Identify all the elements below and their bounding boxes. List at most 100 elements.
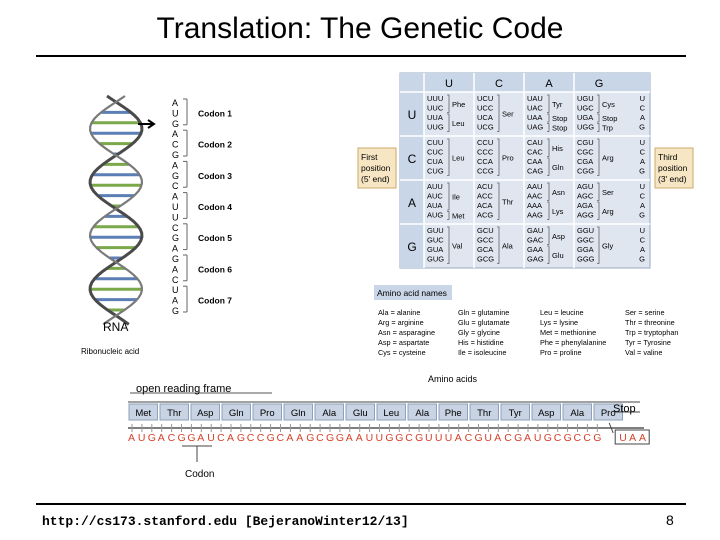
codon-cell: AAC (527, 192, 543, 201)
third-position-letter: C (640, 192, 646, 201)
codon-group-bracket (447, 94, 450, 113)
codon-cell: AUU (427, 182, 443, 191)
first-position-label: (5' end) (361, 174, 390, 184)
codon-cell: GCU (477, 226, 494, 235)
codon-cell: CAG (527, 167, 543, 176)
amino-acid-box-label: Leu (383, 408, 399, 419)
table-header-band (400, 73, 650, 92)
amino-acid-box (407, 403, 437, 421)
amino-acid-name: Met = methionine (540, 328, 596, 337)
codon-group-bracket (447, 226, 450, 264)
third-position-letter: A (640, 201, 645, 210)
codon-cell: AUC (427, 192, 443, 201)
codon-cell: UAG (527, 123, 543, 132)
amino-acid-name: Gln = glutamine (458, 308, 509, 317)
codon-label: Codon 5 (198, 233, 232, 243)
amino-acid-label: Arg (602, 207, 614, 216)
amino-acid-label: Ala (502, 241, 514, 250)
amino-acid-label: Glu (552, 251, 564, 260)
stop-label: Stop (613, 403, 636, 415)
nucleotide: A (158, 432, 165, 444)
amino-acid-label: Stop (602, 114, 617, 123)
codon-label: Codon 6 (198, 264, 232, 274)
codon-group-bracket (597, 123, 600, 132)
helix-base-letter: U (172, 202, 179, 212)
amino-acid-box (128, 403, 158, 421)
codon-cell: CUG (427, 167, 444, 176)
codon-cell: CUA (427, 157, 443, 166)
amino-acid-label: Asn (552, 188, 565, 197)
codon-group-bracket (447, 182, 450, 211)
nucleotide: G (385, 432, 393, 444)
codon-cell: CGA (577, 157, 593, 166)
amino-acid-box-label: Ala (570, 408, 584, 419)
second-position-header: U (445, 78, 453, 90)
codon-label: Codon 1 (198, 108, 232, 118)
third-position-letter: A (640, 113, 645, 122)
codon-group-bracket (547, 245, 550, 264)
helix-base-letter: C (172, 275, 179, 285)
title-underline (36, 55, 686, 57)
codon-cell: AGC (577, 192, 594, 201)
codon-cell: CGC (577, 148, 594, 157)
amino-acid-label: Gly (602, 241, 614, 250)
amino-acid-box (438, 403, 468, 421)
amino-acid-label: Tyr (552, 100, 563, 109)
helix-base-letter: A (172, 192, 178, 202)
codon-cell: AUG (427, 211, 443, 220)
amino-acid-box (190, 403, 220, 421)
nucleotide: A (346, 432, 353, 444)
codon-group-bracket (497, 94, 500, 132)
nucleotide: A (128, 432, 135, 444)
codon-cell: UGC (577, 104, 594, 113)
codon-group-bracket (547, 94, 550, 113)
amino-acid-label: Pro (502, 153, 514, 162)
codon-cell: UCA (477, 113, 493, 122)
nucleotide: U (484, 432, 492, 444)
codon-cell: ACG (477, 211, 493, 220)
codon-pointer (182, 445, 212, 462)
amino-acid-box (376, 403, 406, 421)
nucleotide: C (168, 432, 176, 444)
codon-cell: AAU (527, 182, 542, 191)
helix-base-letter: C (172, 181, 179, 191)
nucleotide: A (296, 432, 303, 444)
codon-cell: CAC (527, 148, 543, 157)
codon-cell: GUG (427, 255, 444, 264)
amino-acid-box (531, 403, 561, 421)
amino-acid-label: Trp (602, 124, 613, 133)
amino-acid-label: Stop (552, 114, 567, 123)
amino-acid-name: Val = valine (625, 348, 662, 357)
codon-cell: CAA (527, 157, 542, 166)
nucleotide: G (267, 432, 275, 444)
amino-acid-label: Met (452, 212, 465, 221)
stop-codon-nucleotide: A (639, 432, 646, 444)
third-position-letter: G (639, 123, 645, 132)
helix-base-letter: G (172, 306, 179, 316)
codon-cell: AGG (577, 211, 594, 220)
codon-cell: ACC (477, 192, 493, 201)
codon-cell: UGU (577, 94, 594, 103)
helix-base-letter: U (172, 108, 179, 118)
amino-acid-box (562, 403, 592, 421)
break-mark (608, 422, 614, 434)
amino-acid-box-label: Gln (291, 408, 306, 419)
third-position-letter: G (639, 167, 645, 176)
codon-cell: UAC (527, 104, 543, 113)
codon-cell: GAC (527, 236, 544, 245)
codon-cell: UAU (527, 94, 543, 103)
amino-acid-box-label: Pro (601, 408, 616, 419)
codon-cell: GCA (477, 245, 493, 254)
helix-base-letter: A (172, 296, 178, 306)
nucleotide: U (435, 432, 443, 444)
codon-cell: GAU (527, 226, 543, 235)
nucleotide: C (316, 432, 324, 444)
amino-acid-box (314, 403, 344, 421)
first-position-letter: A (408, 196, 416, 210)
helix-base-letter: G (172, 233, 179, 243)
nucleotide: C (405, 432, 413, 444)
